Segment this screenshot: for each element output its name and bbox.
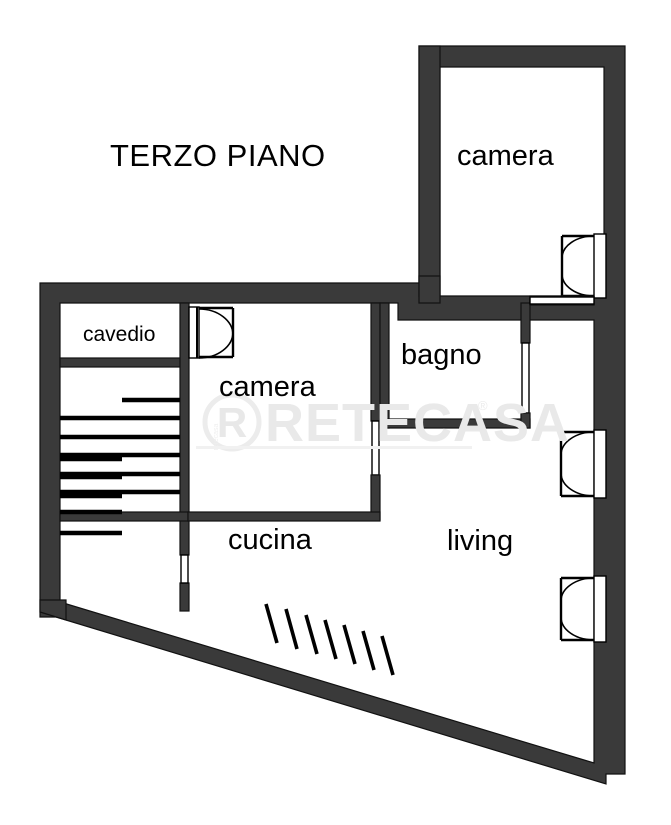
staircase-steps [60,397,180,536]
room-label-bagno: bagno [401,339,482,371]
window-camera-top [560,233,607,299]
window-living-upper [559,429,607,499]
balcony-hatching [264,603,395,676]
page-title: TERZO PIANO [110,138,326,173]
door-cavedio [188,306,235,359]
room-label-camera-top: camera [457,140,554,172]
room-label-camera-middle: camera [219,371,316,403]
room-label-cavedio: cavedio [83,323,156,346]
room-label-living: living [447,525,514,557]
window-living-lower [559,575,607,643]
room-label-cucina: cucina [228,524,312,556]
